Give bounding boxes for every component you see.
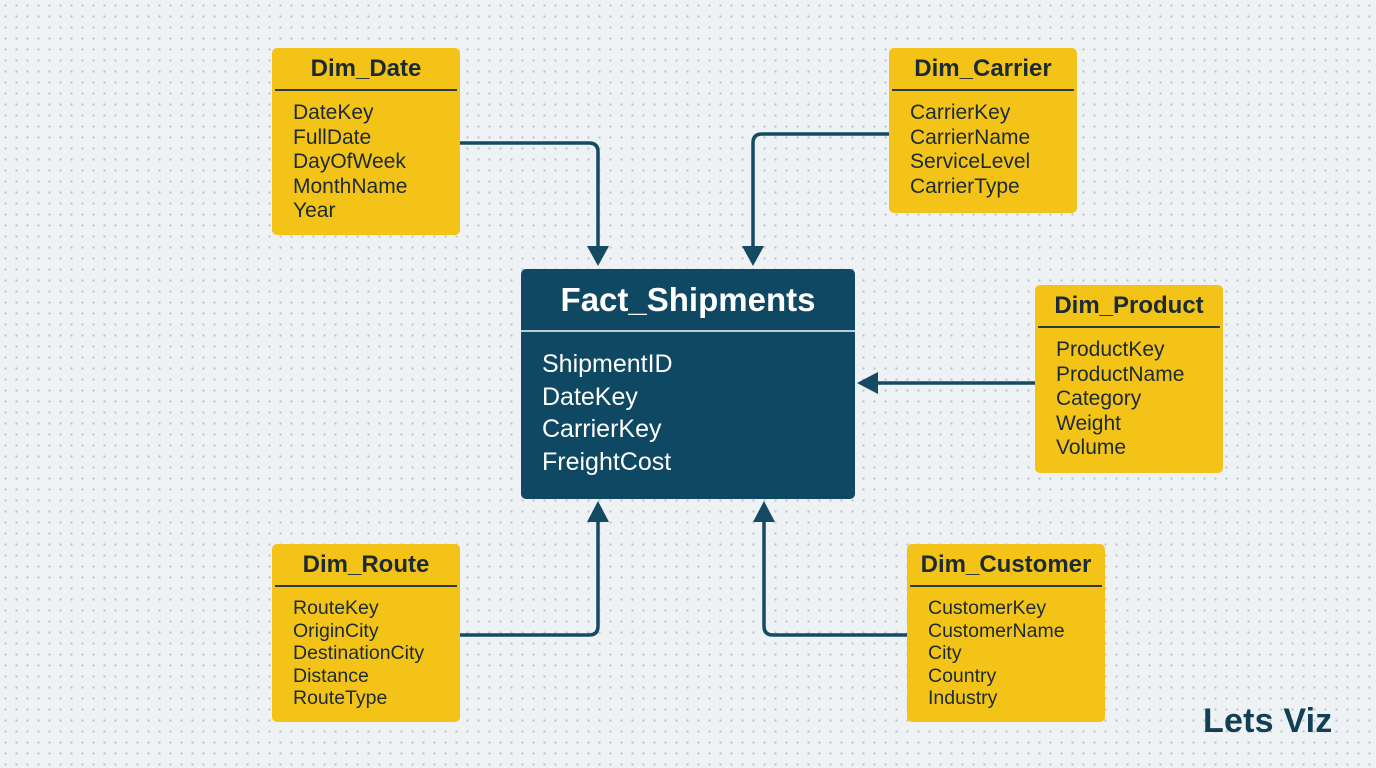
field-productname: ProductName xyxy=(1056,362,1185,386)
connector-date-to-fact xyxy=(460,141,600,246)
dim-route-table: Dim_Route RouteKey OriginCity Destinatio… xyxy=(272,544,460,722)
field-industry: Industry xyxy=(928,687,998,709)
dim-date-title: Dim_Date xyxy=(275,48,457,91)
field-weight: Weight xyxy=(1056,411,1121,435)
field-fulldate: FullDate xyxy=(293,125,372,149)
connector-carrier-to-fact xyxy=(751,132,890,246)
field-year: Year xyxy=(293,199,336,222)
fact-shipments-table: Fact_Shipments ShipmentID DateKey Carrie… xyxy=(521,269,855,499)
dim-route-title: Dim_Route xyxy=(275,544,457,587)
field-distance: Distance xyxy=(293,664,369,687)
field-freightcost: FreightCost xyxy=(542,447,672,476)
field-carriername: CarrierName xyxy=(910,125,1031,149)
dim-product-title: Dim_Product xyxy=(1038,285,1220,328)
field-origincity: OriginCity xyxy=(293,619,379,642)
field-city: City xyxy=(928,642,962,664)
dim-customer-title: Dim_Customer xyxy=(910,544,1102,587)
field-datekey: DateKey xyxy=(293,101,374,124)
field-servicelevel: ServiceLevel xyxy=(910,150,1031,173)
field-carrierkey: CarrierKey xyxy=(910,101,1011,124)
field-volume: Volume xyxy=(1056,436,1127,459)
dim-carrier-title: Dim_Carrier xyxy=(892,48,1074,91)
field-monthname: MonthName xyxy=(293,174,408,198)
connector-customer-to-fact xyxy=(762,522,907,637)
field-customername: CustomerName xyxy=(928,619,1065,642)
fact-shipments-title: Fact_Shipments xyxy=(521,269,855,332)
field-routetype: RouteType xyxy=(293,687,388,709)
dim-customer-table: Dim_Customer CustomerKey CustomerName Ci… xyxy=(907,544,1105,722)
field-datekey: DateKey xyxy=(542,382,638,411)
field-country: Country xyxy=(928,664,997,687)
field-routekey: RouteKey xyxy=(293,597,379,619)
brand-logo-text: Lets Viz xyxy=(1203,702,1333,740)
field-dayofweek: DayOfWeek xyxy=(293,150,406,173)
field-destinationcity: DestinationCity xyxy=(293,642,425,664)
field-shipmentid: ShipmentID xyxy=(542,350,673,378)
dim-carrier-table: Dim_Carrier CarrierKey CarrierName Servi… xyxy=(889,48,1077,213)
field-productkey: ProductKey xyxy=(1056,338,1165,361)
dim-date-table: Dim_Date DateKey FullDate DayOfWeek Mont… xyxy=(272,48,460,235)
field-category: Category xyxy=(1056,387,1142,410)
field-customerkey: CustomerKey xyxy=(928,597,1047,619)
field-carriertype: CarrierType xyxy=(910,174,1020,198)
field-carrierkey: CarrierKey xyxy=(542,415,662,443)
connector-route-to-fact xyxy=(460,522,600,637)
dim-product-table: Dim_Product ProductKey ProductName Categ… xyxy=(1035,285,1223,473)
